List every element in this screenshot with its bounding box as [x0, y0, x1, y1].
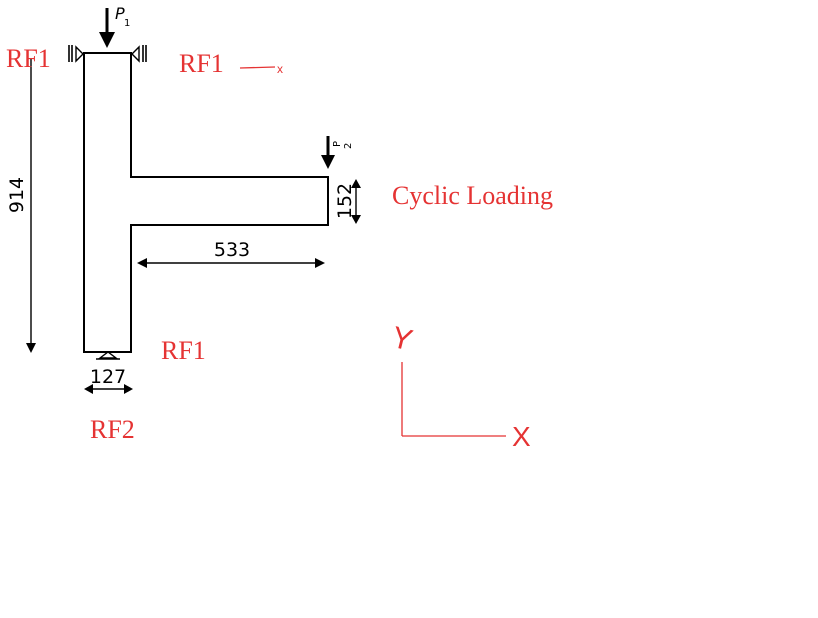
coordinate-axes-sketch: [401, 362, 506, 437]
web-width-dimension-label: 127: [90, 366, 126, 388]
load-p2-subscript: 2: [343, 143, 354, 149]
load-p1-symbol: P: [115, 4, 125, 23]
t-beam-outline: [83, 52, 329, 353]
rf1-direction-x-mark: x: [277, 62, 283, 76]
rf1-top-left-label: RF1: [6, 44, 51, 73]
flange-length-dimension-label: 533: [214, 239, 250, 261]
top-left-roller-support-icon: [68, 45, 84, 63]
height-dimension-label: 914: [6, 177, 28, 213]
load-p1-subscript: 1: [124, 18, 130, 29]
flange-length-dimension-line: [137, 258, 325, 268]
rf1-direction-line: [239, 66, 276, 69]
bottom-pin-support-icon: [96, 351, 120, 360]
top-right-roller-support-icon: [131, 45, 147, 63]
rf1-bottom-label: RF1: [161, 336, 206, 365]
x-axis-sketch-label: X: [512, 421, 531, 452]
cyclic-loading-label: Cyclic Loading: [392, 181, 553, 210]
load-p1-arrow: [99, 8, 115, 48]
rf2-label: RF2: [90, 415, 135, 444]
height-dimension-line: [26, 58, 36, 353]
load-p2-symbol: P: [332, 141, 343, 147]
y-axis-sketch-label: Y: [388, 321, 415, 358]
rf1-top-right-label: RF1: [179, 49, 224, 78]
flange-thickness-dimension-label: 152: [334, 183, 356, 219]
load-p2-arrow: [321, 136, 335, 169]
flange-thickness-dimension-line: [351, 179, 361, 224]
web-width-dimension-line: [84, 384, 133, 394]
